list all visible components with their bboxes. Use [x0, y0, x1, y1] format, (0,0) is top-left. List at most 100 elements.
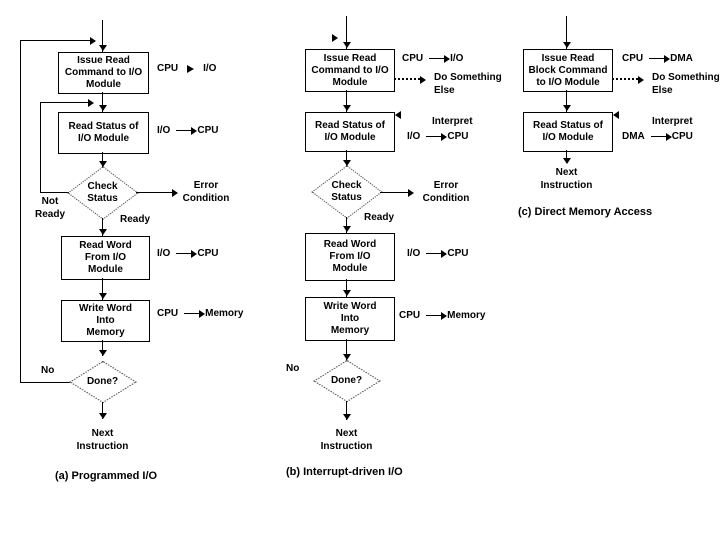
a-transfer-label-4: CPU Memory — [157, 308, 243, 319]
b-arrowhead-icon — [343, 290, 351, 296]
c-interrupt-arrowhead-icon — [613, 111, 619, 119]
b-arrowhead-icon — [343, 226, 351, 232]
b-check-status-diamond: Check Status — [310, 165, 383, 219]
c-do-something-label: Do Something Else — [652, 72, 720, 96]
a-arrowhead-icon — [99, 293, 107, 299]
b-error-arrowhead-icon — [408, 189, 414, 197]
b-connector-line — [346, 279, 347, 297]
a-error-arrowhead-icon — [172, 189, 178, 197]
b-issue-read-command-box: Issue Read Command to I/O Module — [305, 49, 395, 92]
a-pair3-right-label: CPU — [197, 248, 219, 259]
b-read-word-box: Read Word From I/O Module — [305, 233, 395, 281]
c-transfer-label-2: DMA CPU — [622, 131, 693, 142]
a-ready-label: Ready — [120, 214, 151, 225]
b-next-instruction-label: Next Instruction — [320, 428, 373, 452]
b-transfer-label-2: I/O CPU — [407, 131, 468, 142]
c-transfer-label-1: CPU DMA — [622, 53, 693, 64]
a-connector-line — [102, 278, 103, 300]
a-check-status-diamond: Check Status — [66, 166, 139, 220]
right-arrow-icon — [650, 132, 672, 141]
a-notready-loop-line-left — [40, 102, 41, 192]
right-arrow-icon — [429, 54, 451, 63]
a-pair2-left-label: I/O — [157, 125, 171, 136]
a-arrowhead-icon — [99, 105, 107, 111]
c-connector-line — [566, 150, 567, 163]
a-caption: (a) Programmed I/O — [55, 470, 158, 482]
a-connector-line — [102, 92, 103, 112]
b-transfer-label-1: CPU I/O — [402, 53, 463, 64]
a-transfer-label-3: I/O CPU — [157, 248, 218, 259]
b-write-word-box: Write Word Into Memory — [305, 297, 395, 341]
a-connector-line — [102, 152, 103, 168]
a-issue-read-command-box: Issue Read Command to I/O Module — [58, 52, 149, 94]
b-ready-label: Ready — [364, 212, 395, 223]
b-no-label: No — [286, 363, 300, 374]
c-pair2-left-label: DMA — [622, 131, 645, 142]
c-entry-line — [566, 16, 567, 49]
a-arrowhead-icon — [99, 350, 107, 356]
right-arrow-icon — [649, 54, 671, 63]
a-entry-line — [102, 20, 103, 52]
b-pair1-right-label: I/O — [450, 53, 464, 64]
right-arrow-icon — [426, 132, 448, 141]
a-no-loop-line-top — [20, 40, 90, 41]
a-notready-loop-line-bottom — [40, 192, 69, 193]
right-arrow-icon — [176, 249, 198, 258]
c-entry-arrowhead-icon — [563, 42, 571, 48]
c-interpret-label: Interpret — [652, 116, 693, 127]
right-arrow-icon — [426, 249, 448, 258]
a-write-word-box: Write Word Into Memory — [61, 300, 150, 342]
c-do-something-arrowhead-icon — [638, 76, 644, 84]
b-pair3-right-label: CPU — [447, 248, 469, 259]
b-no-loop-arrowhead-icon — [332, 34, 338, 42]
c-pair1-right-label: DMA — [670, 53, 693, 64]
b-done-label: Done? — [330, 375, 363, 386]
a-pair2-right-label: CPU — [197, 125, 219, 136]
a-pair1-right-label: I/O — [203, 63, 217, 74]
b-error-line — [380, 192, 408, 193]
c-issue-read-block-box: Issue Read Block Command to I/O Module — [523, 49, 613, 92]
a-done-label: Done? — [86, 376, 119, 387]
b-arrowhead-icon — [343, 354, 351, 360]
b-interpret-label: Interpret — [432, 116, 473, 127]
c-caption: (c) Direct Memory Access — [518, 206, 653, 218]
b-transfer-label-4: CPU Memory — [399, 310, 485, 321]
a-pair1-left-label: CPU — [157, 63, 179, 74]
right-arrow-icon — [176, 126, 198, 135]
b-interrupt-arrowhead-icon — [395, 111, 401, 119]
b-pair4-left-label: CPU — [399, 310, 421, 321]
a-connector-line — [102, 402, 103, 419]
b-entry-arrowhead-icon — [343, 42, 351, 48]
a-entry-arrowhead-icon — [99, 45, 107, 51]
a-transfer-label-1: CPU I/O — [157, 63, 216, 74]
a-no-loop-line-bottom — [20, 382, 70, 383]
a-error-line — [136, 192, 172, 193]
b-pair1-left-label: CPU — [402, 53, 424, 64]
b-connector-line — [346, 339, 347, 361]
b-entry-line — [346, 16, 347, 49]
a-error-condition-label: Error Condition — [182, 180, 230, 204]
b-check-status-label: Check Status — [331, 180, 362, 203]
a-pair4-right-label: Memory — [205, 308, 244, 319]
a-notready-loop-arrowhead-icon — [88, 99, 94, 107]
c-arrowhead-icon — [563, 105, 571, 111]
a-read-status-box: Read Status of I/O Module — [58, 112, 149, 154]
b-arrowhead-icon — [343, 105, 351, 111]
c-pair1-left-label: CPU — [622, 53, 644, 64]
a-next-instruction-label: Next Instruction — [76, 428, 129, 452]
a-pair4-left-label: CPU — [157, 308, 179, 319]
b-arrowhead-icon — [343, 414, 351, 420]
a-no-label: No — [41, 365, 55, 376]
b-error-condition-label: Error Condition — [422, 180, 470, 204]
a-arrowhead-icon — [99, 413, 107, 419]
b-pair4-right-label: Memory — [447, 310, 486, 321]
a-no-loop-arrowhead-icon — [90, 37, 96, 45]
a-arrowhead-icon — [99, 161, 107, 167]
b-read-status-box: Read Status of I/O Module — [305, 112, 395, 152]
a-no-loop-line-left — [20, 40, 21, 382]
b-pair3-left-label: I/O — [407, 248, 421, 259]
a-transfer-label-2: I/O CPU — [157, 125, 218, 136]
b-caption: (b) Interrupt-driven I/O — [286, 466, 403, 478]
b-do-something-arrowhead-icon — [420, 76, 426, 84]
a-done-diamond: Done? — [68, 360, 137, 404]
